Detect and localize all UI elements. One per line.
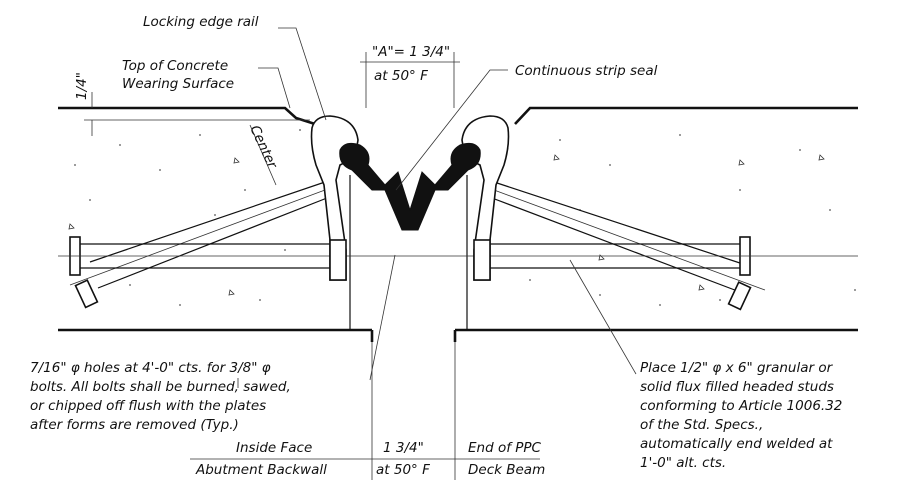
label-holes-2: bolts. All bolts shall be burned, sawed, (30, 379, 291, 395)
label-center: Center (246, 123, 280, 172)
label-studs-4: of the Std. Specs., (640, 417, 763, 433)
dimension-lines (84, 52, 540, 480)
label-bottom-dimension: 1 3/4" (383, 440, 424, 456)
headed-studs (69, 181, 766, 311)
label-strip-seal: Continuous strip seal (515, 63, 658, 79)
label-holes-3: or chipped off flush with the plates (30, 398, 266, 414)
label-studs-2: solid flux filled headed studs (640, 379, 834, 395)
label-a-dimension: "A"= 1 3/4" (372, 44, 450, 60)
label-studs-3: conforming to Article 1006.32 (640, 398, 842, 414)
label-quarter-inch: 1/4" (74, 72, 90, 100)
label-wearing-surface: Wearing Surface (122, 76, 234, 92)
locking-edge-rails (310, 115, 510, 281)
label-top-of-concrete: Top of Concrete (122, 58, 228, 74)
label-end-of-ppc: End of PPC (468, 440, 542, 456)
bolts (58, 236, 858, 276)
label-abutment-backwall: Abutment Backwall (195, 462, 327, 478)
label-holes-4: after forms are removed (Typ.) (30, 417, 239, 433)
label-studs-6: 1'-0" alt. cts. (640, 455, 726, 471)
strip-seal (339, 142, 481, 231)
label-locking-edge-rail: Locking edge rail (143, 14, 259, 30)
label-studs-5: automatically end welded at (640, 436, 833, 452)
concrete-outline (58, 175, 858, 342)
top-surfaces (58, 106, 858, 126)
label-inside-face: Inside Face (236, 440, 312, 456)
label-studs-1: Place 1/2" φ x 6" granular or (640, 360, 834, 376)
label-deck-beam: Deck Beam (468, 462, 545, 478)
label-bottom-temperature: at 50° F (376, 462, 430, 478)
label-a-temperature: at 50° F (374, 68, 428, 84)
label-holes-1: 7/16" φ holes at 4'-0" cts. for 3/8" φ (30, 360, 271, 376)
leader-lines (249, 27, 637, 381)
concrete-texture (68, 129, 856, 306)
annotations: Locking edge rail Top of Concrete Wearin… (30, 14, 842, 478)
